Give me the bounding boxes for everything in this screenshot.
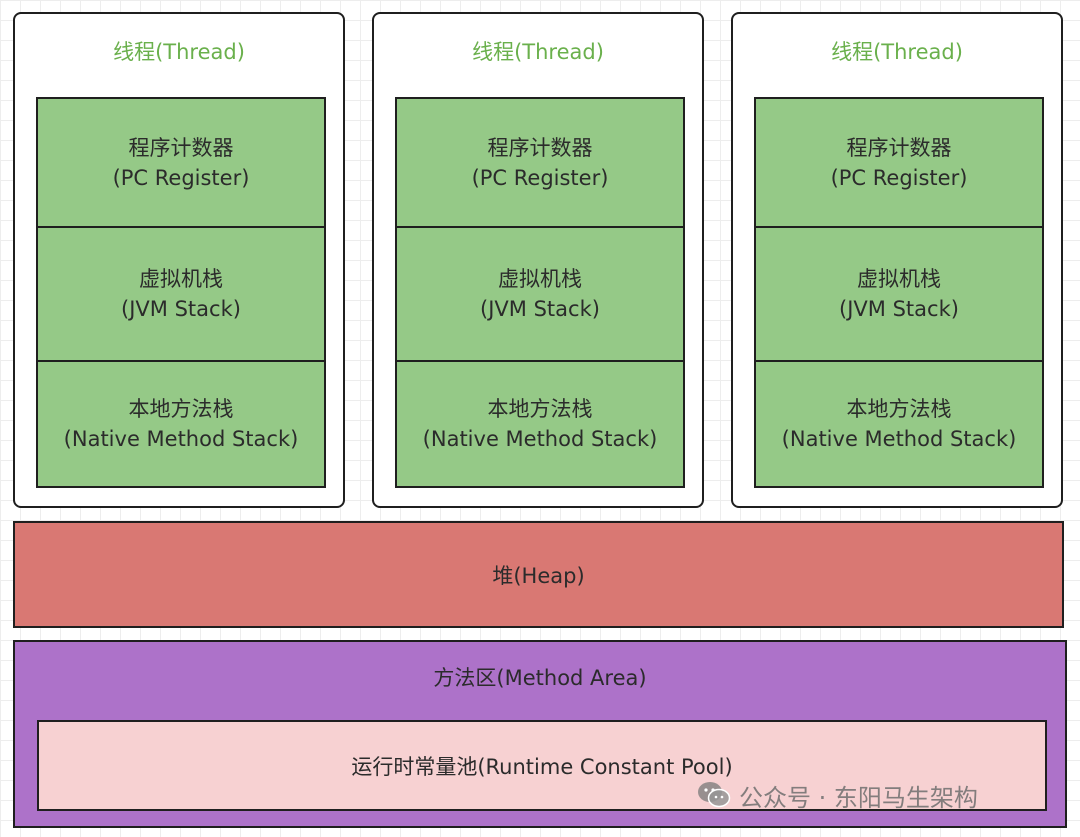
- pc-register-label-zh: 程序计数器: [846, 135, 952, 160]
- pc-register-block: 程序计数器 (PC Register): [38, 99, 324, 228]
- wechat-icon: [697, 780, 731, 810]
- runtime-constant-pool-label: 运行时常量池(Runtime Constant Pool): [351, 754, 733, 779]
- watermark: 公众号 · 东阳马生架构: [697, 777, 978, 813]
- jvm-stack-label-zh: 虚拟机栈: [857, 267, 941, 291]
- jvm-stack-label-en: (JVM Stack): [121, 297, 241, 321]
- jvm-stack-label-en: (JVM Stack): [480, 297, 600, 321]
- method-area-block: 方法区(Method Area) 运行时常量池(Runtime Constant…: [13, 640, 1067, 828]
- jvm-stack-block: 虚拟机栈 (JVM Stack): [397, 228, 683, 362]
- pc-register-label-en: (PC Register): [112, 165, 250, 190]
- native-method-stack-block: 本地方法栈 (Native Method Stack): [38, 362, 324, 485]
- heap-label: 堆(Heap): [492, 563, 585, 588]
- pc-register-block: 程序计数器 (PC Register): [756, 99, 1042, 228]
- thread-title: 线程(Thread): [113, 40, 245, 64]
- native-method-stack-block: 本地方法栈 (Native Method Stack): [397, 362, 683, 485]
- native-stack-label-zh: 本地方法栈: [128, 396, 234, 421]
- native-method-stack-block: 本地方法栈 (Native Method Stack): [756, 362, 1042, 485]
- native-stack-label-zh: 本地方法栈: [846, 396, 952, 421]
- jvm-stack-label-zh: 虚拟机栈: [139, 267, 223, 291]
- pc-register-label-zh: 程序计数器: [487, 135, 593, 160]
- pc-register-label-zh: 程序计数器: [128, 135, 234, 160]
- native-stack-label-en: (Native Method Stack): [422, 426, 658, 451]
- thread-private-areas: 程序计数器 (PC Register) 虚拟机栈 (JVM Stack) 本地方…: [395, 97, 685, 488]
- native-stack-label-en: (Native Method Stack): [63, 426, 299, 451]
- thread-title: 线程(Thread): [831, 40, 963, 64]
- pc-register-label-en: (PC Register): [471, 165, 609, 190]
- thread-private-areas: 程序计数器 (PC Register) 虚拟机栈 (JVM Stack) 本地方…: [36, 97, 326, 488]
- pc-register-label-en: (PC Register): [830, 165, 968, 190]
- jvm-stack-block: 虚拟机栈 (JVM Stack): [756, 228, 1042, 362]
- jvm-stack-label-zh: 虚拟机栈: [498, 267, 582, 291]
- method-area-label: 方法区(Method Area): [433, 666, 647, 690]
- runtime-constant-pool-block: 运行时常量池(Runtime Constant Pool): [37, 720, 1047, 811]
- native-stack-label-en: (Native Method Stack): [781, 426, 1017, 451]
- thread-title: 线程(Thread): [472, 40, 604, 64]
- jvm-stack-label-en: (JVM Stack): [839, 297, 959, 321]
- thread-box-3: 线程(Thread) 程序计数器 (PC Register) 虚拟机栈 (JVM…: [731, 12, 1063, 508]
- thread-box-2: 线程(Thread) 程序计数器 (PC Register) 虚拟机栈 (JVM…: [372, 12, 704, 508]
- heap-block: 堆(Heap): [13, 521, 1064, 628]
- watermark-text: 公众号 · 东阳马生架构: [739, 783, 978, 812]
- thread-box-1: 线程(Thread) 程序计数器 (PC Register) 虚拟机栈 (JVM…: [13, 12, 345, 508]
- native-stack-label-zh: 本地方法栈: [487, 396, 593, 421]
- thread-private-areas: 程序计数器 (PC Register) 虚拟机栈 (JVM Stack) 本地方…: [754, 97, 1044, 488]
- pc-register-block: 程序计数器 (PC Register): [397, 99, 683, 228]
- jvm-stack-block: 虚拟机栈 (JVM Stack): [38, 228, 324, 362]
